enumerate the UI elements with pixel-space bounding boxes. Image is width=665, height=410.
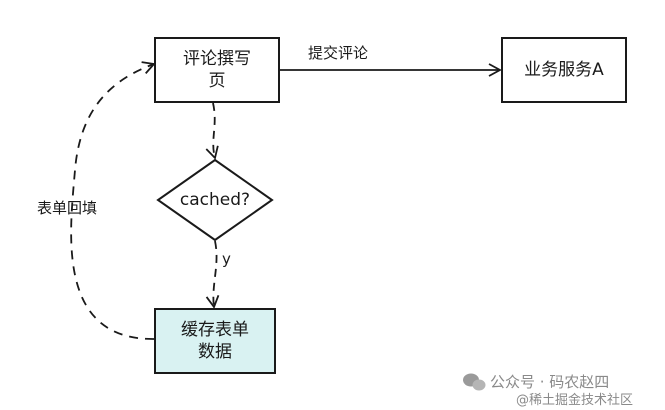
cache-data-node-box (154, 308, 276, 374)
submit-edge-label: 提交评论 (308, 44, 369, 62)
service-a-node-box (501, 37, 627, 103)
refill-edge (70, 61, 156, 340)
yes-edge-label: y (222, 250, 231, 268)
page-to-decision-edge (205, 102, 219, 160)
decision-label: cached? (179, 190, 251, 210)
refill-edge-label: 表单回填 (37, 199, 98, 217)
watermark-community: @稀土掘金技术社区 (516, 393, 634, 408)
cache-data-label: 缓存表单 数据 (181, 320, 249, 362)
service-a-label: 业务服务A (524, 60, 604, 80)
watermark-account: 公众号 · 码农赵四 (490, 373, 610, 391)
comment-page-node-box (154, 37, 280, 103)
comment-page-label: 评论撰写 页 (183, 49, 251, 91)
cached-decision-diamond (156, 158, 274, 242)
decision-to-cache-edge (205, 240, 220, 309)
wechat-logo-icon (463, 373, 486, 391)
